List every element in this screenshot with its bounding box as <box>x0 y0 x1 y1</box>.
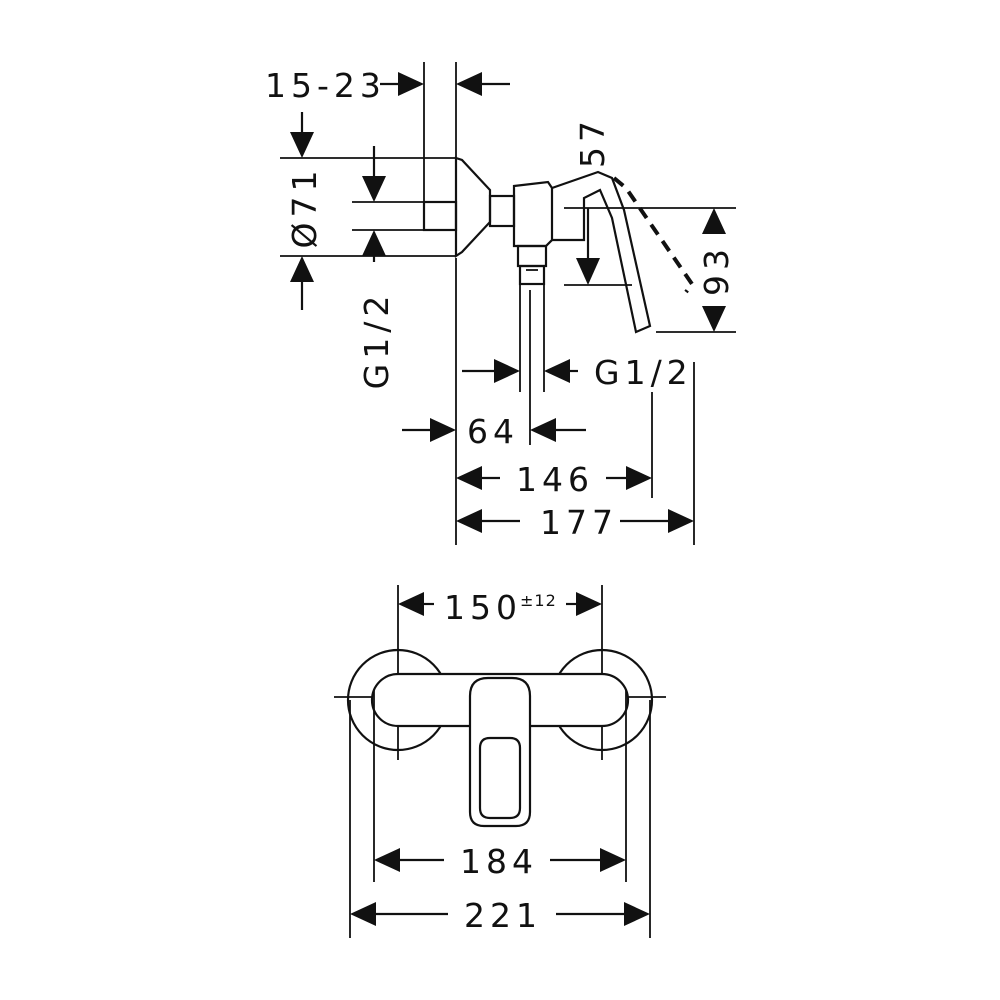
outlet-collar <box>516 244 548 268</box>
lever-drop-label: 93 <box>697 244 736 296</box>
rosette <box>454 156 492 259</box>
centres-label: 150 <box>444 588 522 627</box>
rosette-diameter-dimension: Ø71 <box>280 112 456 310</box>
lever-front <box>468 676 532 828</box>
side-view: 15-23 Ø71 G1/2 <box>265 62 736 545</box>
inner-width-label: 184 <box>460 842 538 881</box>
inlet-thread-label: G1/2 <box>357 291 396 390</box>
outlet-thread-label: G1/2 <box>594 353 693 392</box>
outlet-offset-dimension: 64 <box>402 412 586 451</box>
handle-height-dimension: 57 <box>564 116 736 286</box>
overall-width-dimension: 221 <box>350 896 650 935</box>
mixer-body-side <box>422 156 554 445</box>
inlet-thread-dimension: G1/2 <box>352 146 424 389</box>
inner-width-dimension: 184 <box>374 842 626 881</box>
offset-dimension: 15-23 <box>265 66 510 105</box>
depth-total-label: 177 <box>540 503 618 542</box>
mixer-body <box>512 180 554 248</box>
body-neck <box>488 194 516 228</box>
depth-to-outlet-label: 146 <box>516 460 594 499</box>
handle-height-label: 57 <box>573 116 612 168</box>
offset-range-label: 15-23 <box>265 66 386 105</box>
centres-dimension: 150 ±12 <box>397 585 603 760</box>
lever-drop-dimension: 93 <box>656 208 736 333</box>
lever-front-inner <box>478 736 522 820</box>
overall-width-label: 221 <box>464 896 542 935</box>
outlet-fitting <box>518 264 546 286</box>
lever-handle-open-position <box>612 176 695 294</box>
lever-handle <box>551 170 652 334</box>
centres-tolerance-label: ±12 <box>520 591 557 610</box>
depth-total-dimension: 177 <box>456 503 694 542</box>
wall-connector <box>422 200 458 232</box>
outlet-thread-dimension: G1/2 <box>462 353 693 392</box>
rosette-diameter-label: Ø71 <box>285 166 324 249</box>
depth-to-outlet-dimension: 146 <box>456 460 652 499</box>
front-view: 150 ±12 184 22 <box>334 585 666 938</box>
outlet-offset-label: 64 <box>467 412 519 451</box>
